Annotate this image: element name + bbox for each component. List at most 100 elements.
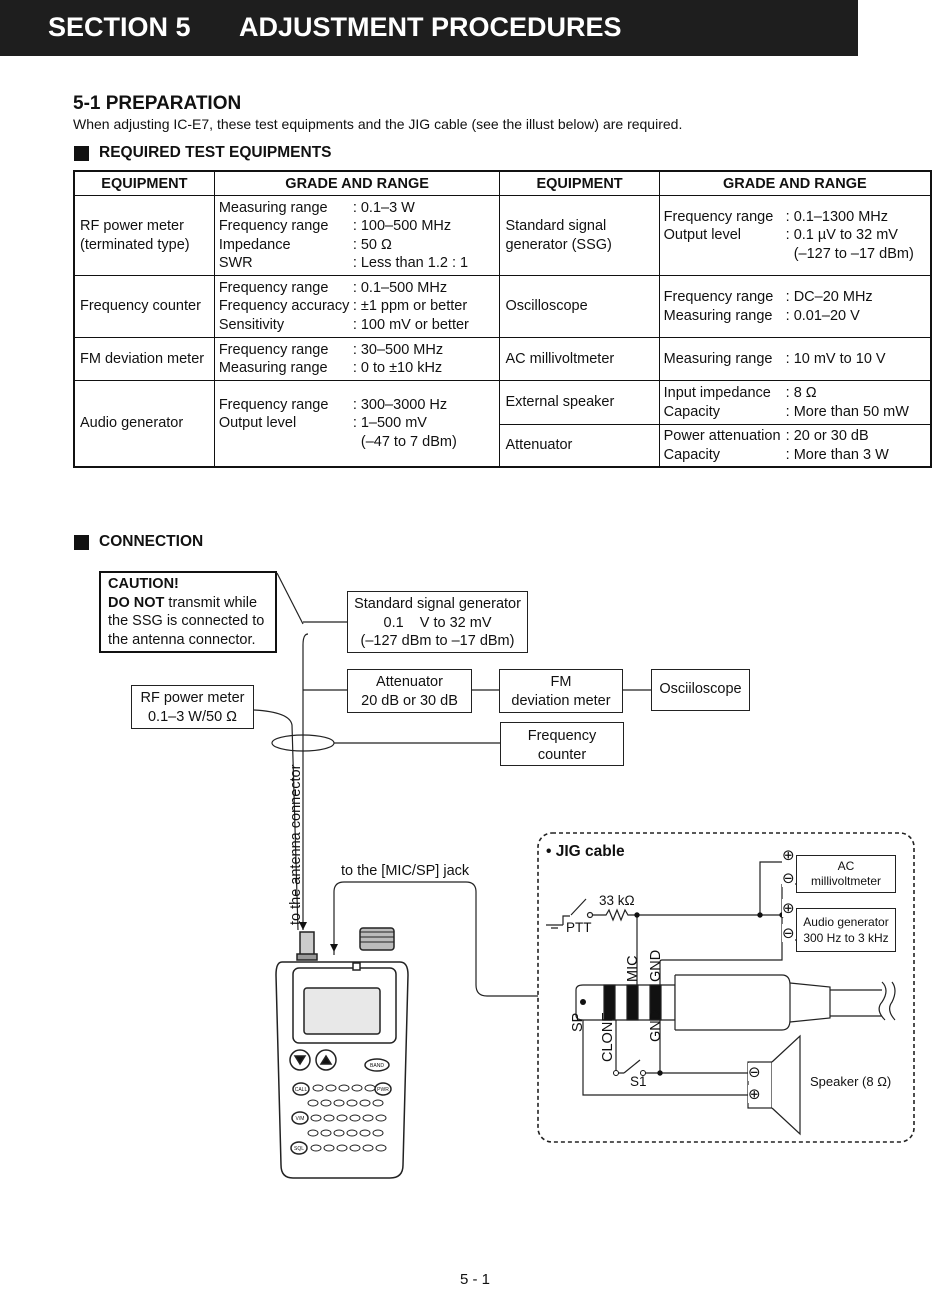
equipment-name-line: AC millivoltmeter: [505, 350, 615, 367]
section-title: ADJUSTMENT PROCEDURES: [239, 12, 622, 42]
pin-gnd-top-label: GND: [648, 950, 664, 982]
fm-deviation-box: FM deviation meter: [499, 669, 623, 713]
plus-icon: ⊕: [782, 899, 795, 917]
caution-line-1: DO NOT transmit while: [108, 594, 268, 613]
table-row: RF power meter(terminated type)Measuring…: [73, 195, 932, 276]
bullet-square-icon: [74, 145, 89, 161]
oscilloscope-box: Osciiloscope: [651, 669, 750, 711]
spec-line: Sensitivity : 100 mV or better: [219, 316, 496, 335]
spec-line: Frequency range: 0.1–500 MHz: [219, 279, 496, 298]
freq-counter-line-1: Frequency: [527, 728, 597, 744]
table-row: Attenuator Power attenuation: 20 or 30 dB…: [74, 424, 932, 468]
table-header-row: EQUIPMENT GRADE AND RANGE EQUIPMENT GRAD…: [73, 170, 932, 196]
spec-key: Frequency range: [218, 396, 329, 413]
radio-band-label: BAND: [370, 1063, 384, 1069]
required-equipment-heading: REQUIRED TEST EQUIPMENTS: [74, 144, 332, 162]
spec-line: Frequency range: 0.1–1300 MHz: [664, 208, 926, 227]
spec-value: : 0.1–3 W: [352, 199, 415, 216]
caution-bold: DO NOT: [108, 594, 165, 611]
frequency-counter-box: Frequency counter: [500, 722, 624, 766]
caution-box: CAUTION! DO NOT transmit while the SSG i…: [99, 571, 277, 653]
ptt-label: PTT: [566, 920, 592, 935]
pin-mic-label: MIC: [625, 955, 641, 982]
spec-line: Frequency range: DC–20 MHz: [664, 288, 926, 307]
spec-value: : 0.1–500 MHz: [352, 279, 448, 296]
spec-line: Output level: 0.1 µV to 32 mV: [664, 226, 926, 245]
spec-key: Power attenuation: [663, 428, 781, 444]
section-header: SECTION 5 ADJUSTMENT PROCEDURES: [0, 0, 858, 56]
spec-value: : 0.1 µV to 32 mV: [785, 227, 898, 244]
caution-line-3: the antenna connector.: [108, 631, 256, 648]
spec-key: Capacity: [663, 403, 721, 420]
equipment-cell: External speaker: [499, 380, 660, 425]
pin-sp-label: SP: [570, 1013, 586, 1032]
table-header-cell: GRADE AND RANGE: [658, 170, 932, 196]
rf-power-meter-box: RF power meter 0.1–3 W/50 Ω: [131, 685, 254, 729]
spec-key: SWR: [218, 255, 253, 271]
ssg-title: Standard signal generator: [354, 596, 521, 612]
equipment-name-line: RF power meter: [80, 218, 184, 234]
table-header-cell: EQUIPMENT: [73, 170, 215, 196]
spec-key: Frequency accuracy: [218, 298, 350, 315]
ssg-box: Standard signal generator 0.1 V to 32 mV…: [347, 591, 528, 653]
spec-value: : 0 to ±10 kHz: [352, 360, 443, 376]
spec-key: Input impedance: [663, 385, 771, 401]
spec-value: : 20 or 30 dB: [785, 428, 869, 444]
spec-line: (–47 to 7 dBm): [219, 433, 496, 452]
equipment-name-line: Standard signal: [505, 218, 607, 234]
spec-line: Power attenuation: 20 or 30 dB: [664, 427, 926, 446]
equipment-cell: Oscilloscope: [499, 275, 660, 338]
attenuator-title: Attenuator: [376, 674, 443, 690]
equipment-cell: Standard signal generator (SSG): [499, 195, 660, 276]
spec-value: (–47 to 7 dBm): [352, 433, 457, 450]
spec-key: Measuring range: [663, 350, 773, 367]
spec-line: Output level: 1–500 mV: [219, 414, 496, 433]
spec-key: Measuring range: [218, 360, 328, 376]
equipment-cell: FM deviation meter: [73, 337, 215, 381]
spec-key: Frequency range: [218, 218, 329, 234]
spec-value: : 8 Ω: [785, 385, 817, 401]
spec-value: : 100–500 MHz: [352, 218, 452, 234]
radio-illustration: [275, 927, 409, 1179]
required-heading-text: REQUIRED TEST EQUIPMENTS: [99, 144, 332, 161]
preparation-heading: 5-1 PREPARATION: [73, 93, 242, 114]
radio-sql-label: SQL: [294, 1146, 304, 1152]
spec-value: (–127 to –17 dBm): [785, 245, 914, 262]
equipment-name-line: Attenuator: [505, 437, 573, 454]
spec-line: Measuring range: 0.1–3 W: [219, 199, 496, 218]
spec-value: : 100 mV or better: [352, 316, 469, 333]
audio-gen-line-1: Audio generator: [803, 915, 889, 929]
spec-line: Frequency range: 30–500 MHz: [219, 341, 496, 360]
rf-meter-range: 0.1–3 W/50 Ω: [147, 708, 238, 725]
spec-key: Sensitivity: [218, 316, 285, 333]
ac-mv-line-2: millivoltmeter: [810, 874, 881, 888]
connection-heading-text: CONNECTION: [99, 533, 204, 550]
plus-icon: ⊕: [782, 846, 795, 864]
spec-key: Capacity: [663, 446, 721, 463]
equipment-table: EQUIPMENT GRADE AND RANGE EQUIPMENT GRAD…: [73, 170, 932, 468]
preparation-intro: When adjusting IC-E7, these test equipme…: [73, 116, 683, 132]
equipment-name-line: generator (SSG): [505, 236, 612, 253]
ac-millivoltmeter-box: AC millivoltmeter: [796, 855, 896, 893]
spec-line: Frequency range : 100–500 MHz: [219, 217, 496, 236]
plus-icon: ⊕: [748, 1085, 761, 1103]
spec-key: Frequency range: [663, 208, 774, 225]
antenna-connector-label: to the antenna connector: [288, 764, 304, 925]
rf-meter-title: RF power meter: [140, 690, 245, 706]
spec-value: : 300–3000 Hz: [352, 396, 448, 413]
spec-line: Measuring range: 0.01–20 V: [664, 307, 926, 326]
equipment-name-line: FM deviation meter: [80, 350, 205, 367]
spec-value: : 50 Ω: [352, 236, 392, 253]
spec-value: : Less than 1.2 : 1: [352, 255, 469, 271]
minus-icon: ⊖: [782, 869, 795, 887]
spec-value: : DC–20 MHz: [785, 289, 873, 305]
spec-line: Frequency accuracy: ±1 ppm or better: [219, 297, 496, 316]
bullet-square-icon: [74, 534, 89, 550]
spec-value: : 10 mV to 10 V: [785, 350, 886, 367]
